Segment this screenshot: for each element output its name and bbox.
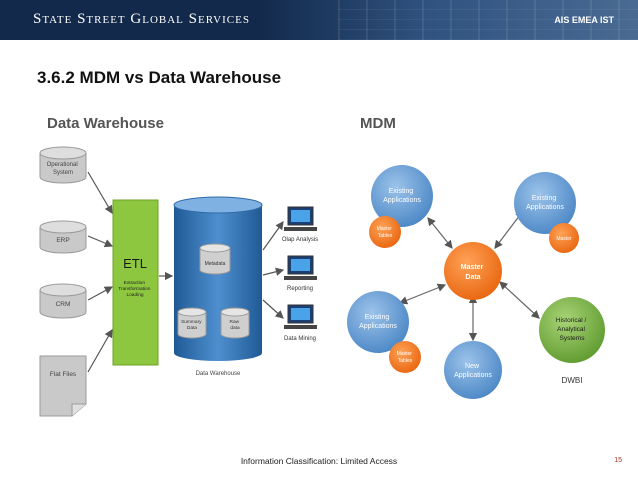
source-flat-files: Flat Files — [39, 355, 87, 417]
mdm-heading: MDM — [360, 115, 396, 132]
historical-label-line2: Analytical — [557, 326, 585, 333]
summary-data-label-line2: Data — [187, 325, 197, 331]
reporting-label: Reporting — [287, 286, 313, 292]
computer-icon — [284, 255, 317, 280]
master-tables-badge-3 — [389, 341, 421, 373]
summary-data-label-line1: Summary — [181, 319, 202, 325]
master-tables-badge-1 — [369, 216, 401, 248]
data-warehouse-label: Data Warehouse — [196, 371, 241, 377]
new-apps-label: New Applications — [454, 363, 492, 379]
master-tables-label-3-line1: Master — [397, 351, 413, 357]
existing-applications-node-3: Existing Applications Master Tables — [347, 291, 421, 373]
data-mining-label: Data Mining — [284, 336, 316, 342]
summary-data-label: Summary Data — [181, 319, 203, 331]
new-applications-node: New Applications — [444, 341, 502, 399]
etl-sublabel-line2: Transformation — [118, 286, 150, 292]
master-tables-label-1-line2: Tables — [378, 233, 393, 239]
master-data-node: Master Data — [444, 242, 502, 300]
master-data-label-line2: Data — [465, 274, 480, 281]
computer-icon — [284, 206, 317, 231]
existing-apps-label-3-line2: Applications — [359, 323, 397, 330]
new-apps-label-line2: Applications — [454, 372, 492, 379]
data-warehouse-cylinder: Metadata Summary Data Raw data Data Ware… — [173, 196, 263, 377]
metadata-store: Metadata — [199, 243, 231, 275]
page-number: 15 — [614, 457, 622, 464]
existing-apps-label-3-line1: Existing — [365, 314, 390, 321]
department-label: AIS EMEA IST — [554, 15, 614, 25]
existing-apps-label-2: Existing Applications — [526, 195, 564, 211]
raw-data-label: Raw data — [230, 319, 241, 331]
etl-sublabel: Extraction Transformation Loading — [118, 280, 151, 298]
summary-data-store: Summary Data — [177, 307, 207, 339]
master-tables-label-3: Master Tables — [397, 351, 414, 364]
olap-analysis-label: Olap Analysis — [282, 237, 318, 243]
new-apps-label-line1: New — [465, 363, 480, 370]
etl-sublabel-line1: Extraction — [124, 280, 146, 286]
source-label-operational-line2: System — [53, 170, 73, 176]
source-label-erp: ERP — [56, 237, 69, 244]
olap-analysis-output: Olap Analysis — [282, 206, 318, 243]
master-tables-label-1: Master Tables — [377, 226, 394, 239]
master-tables-label-1-line1: Master — [377, 226, 393, 232]
source-operational-system: Operational System — [39, 146, 87, 184]
data-warehouse-panel: Data Warehouse Operational System ERP CR… — [34, 100, 339, 435]
master-data-label-line1: Master — [461, 264, 484, 271]
existing-apps-label-1-line2: Applications — [383, 197, 421, 204]
raw-data-label-line1: Raw — [230, 319, 240, 325]
existing-apps-label-3: Existing Applications — [359, 314, 397, 330]
master-label-2: Master — [556, 236, 572, 242]
source-label-operational-line1: Operational — [47, 162, 78, 168]
metadata-label: Metadata — [205, 261, 226, 267]
classification-footer: Information Classification: Limited Acce… — [240, 456, 398, 466]
company-logo-text: State Street Global Services — [33, 11, 250, 27]
slide-title: 3.6.2 MDM vs Data Warehouse — [37, 68, 282, 87]
reporting-output: Reporting — [284, 255, 317, 292]
raw-data-label-line2: data — [230, 325, 240, 331]
master-tables-label-3-line2: Tables — [398, 358, 413, 364]
source-erp: ERP — [39, 220, 87, 254]
master-badge-2 — [549, 223, 579, 253]
historical-label: Historical / Analytical Systems — [556, 317, 588, 342]
dwbi-label: DWBI — [562, 376, 583, 385]
dw-heading: Data Warehouse — [47, 115, 164, 132]
historical-label-line1: Historical / — [556, 317, 587, 324]
existing-applications-node-2: Existing Applications Master — [514, 172, 579, 253]
mdm-panel: MDM Master Data Existing Applications Ma… — [345, 100, 607, 435]
etl-label: ETL — [123, 256, 147, 271]
source-label-flat-files: Flat Files — [50, 371, 77, 378]
existing-apps-label-2-line1: Existing — [532, 195, 557, 202]
computer-icon — [284, 304, 317, 329]
master-data-label: Master Data — [461, 264, 486, 281]
source-label-crm: CRM — [56, 301, 71, 308]
raw-data-store: Raw data — [220, 307, 250, 339]
header-building-texture — [338, 0, 638, 40]
source-crm: CRM — [39, 283, 87, 319]
existing-apps-label-1-line1: Existing — [389, 188, 414, 195]
header-background-image — [258, 0, 638, 40]
existing-applications-node-1: Existing Applications Master Tables — [369, 165, 433, 248]
data-mining-output: Data Mining — [284, 304, 317, 342]
historical-label-line3: Systems — [560, 335, 586, 342]
etl-sublabel-line3: Loading — [126, 292, 143, 298]
source-label-operational: Operational System — [47, 162, 80, 176]
etl-box: ETL Extraction Transformation Loading — [112, 199, 159, 366]
existing-apps-label-1: Existing Applications — [383, 188, 421, 204]
existing-apps-label-2-line2: Applications — [526, 204, 564, 211]
historical-analytical-node: Historical / Analytical Systems DWBI — [539, 297, 605, 385]
slide-header: State Street Global Services AIS EMEA IS… — [0, 0, 638, 40]
